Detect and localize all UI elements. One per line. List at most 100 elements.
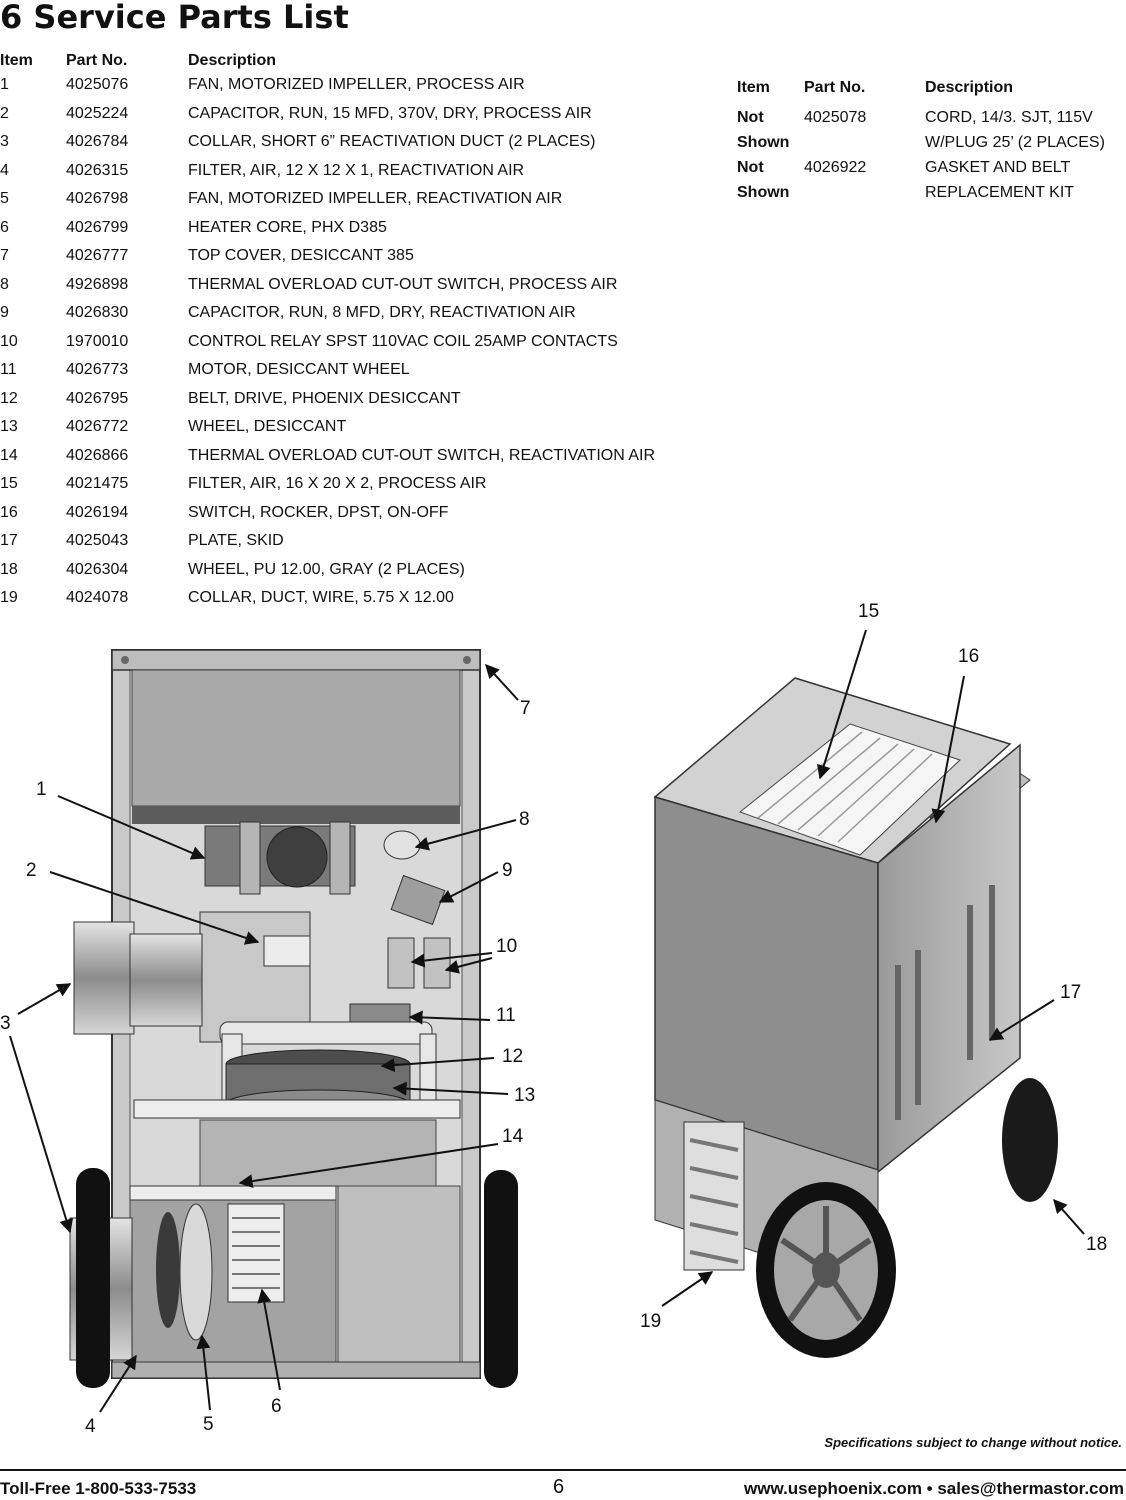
item-cell: 1 <box>0 76 9 93</box>
unit-front-cutaway <box>69 649 518 1388</box>
part-no-cell: 4026866 <box>66 446 129 464</box>
part-no-cell: 4026922 <box>804 159 867 176</box>
item-cell: 19 <box>0 589 18 606</box>
unit-rear-perspective <box>653 677 1058 1358</box>
footer-contact: www.usephoenix.com • sales@thermastor.co… <box>744 1479 1124 1498</box>
column-header-part-no: Part No. <box>804 79 866 96</box>
item-cell: 11 <box>0 361 17 378</box>
callout-8: 8 <box>519 809 530 830</box>
page-number: 6 <box>553 1476 565 1498</box>
item-line: Shown <box>737 184 790 201</box>
description-cell: WHEEL, PU 12.00, GRAY (2 PLACES) <box>188 560 465 578</box>
callout-9: 9 <box>502 860 513 881</box>
part-no-cell: 4026798 <box>66 190 129 207</box>
item-cell: 18 <box>0 560 18 578</box>
part-no-cell: 4026777 <box>66 247 129 264</box>
column-header-description: Description <box>925 79 1014 96</box>
column-header-part-no: Part No. <box>66 52 128 69</box>
item-cell: 10 <box>0 332 18 350</box>
callout-13: 13 <box>514 1085 535 1106</box>
description-cell: THERMAL OVERLOAD CUT-OUT SWITCH, PROCESS… <box>188 275 618 293</box>
description-cell: FAN, MOTORIZED IMPELLER, REACTIVATION AI… <box>188 190 563 207</box>
part-no-cell: 4026772 <box>66 418 129 435</box>
item-cell: 16 <box>0 503 18 521</box>
item-cell: 2 <box>0 104 9 122</box>
part-no-cell: 4025078 <box>804 109 867 126</box>
callout-19: 19 <box>640 1311 661 1332</box>
table-row: 16 4026194 SWITCH, ROCKER, DPST, ON-OFF <box>0 504 655 533</box>
item-cell: 7 <box>0 247 9 264</box>
part-no-cell: 4021475 <box>66 475 129 492</box>
part-no-cell: 4025076 <box>66 76 129 93</box>
description-cell: CAPACITOR, RUN, 15 MFD, 370V, DRY, PROCE… <box>188 104 592 122</box>
item-cell: 14 <box>0 446 18 464</box>
description-line: GASKET AND BELT <box>925 159 1071 176</box>
part-no-cell: 4024078 <box>66 589 129 606</box>
item-cell: 4 <box>0 161 9 179</box>
page-title: 6 Service Parts List <box>0 0 349 36</box>
description-cell: SWITCH, ROCKER, DPST, ON-OFF <box>188 503 449 521</box>
callout-1: 1 <box>36 779 47 800</box>
table-row: 13 4026772 WHEEL, DESICCANT <box>0 418 655 447</box>
item-cell: 13 <box>0 418 18 435</box>
item-line: Shown <box>737 134 790 151</box>
part-no-cell: 4026194 <box>66 503 129 521</box>
item-line: Not <box>737 109 764 126</box>
item-cell: 6 <box>0 218 9 236</box>
callout-14: 14 <box>502 1126 524 1147</box>
table-row: 9 4026830 CAPACITOR, RUN, 8 MFD, DRY, REAC… <box>0 304 655 333</box>
column-header-item: Item <box>737 79 770 96</box>
callout-11: 11 <box>496 1005 516 1026</box>
callout-3: 3 <box>0 1013 11 1034</box>
callout-6: 6 <box>271 1396 282 1417</box>
callout-17: 17 <box>1060 982 1081 1003</box>
column-header-item: Item <box>0 52 33 69</box>
callout-7: 7 <box>520 698 531 719</box>
column-header-description: Description <box>188 52 277 69</box>
item-line: Not <box>737 159 764 176</box>
callout-18: 18 <box>1086 1234 1107 1255</box>
description-line: W/PLUG 25’ (2 PLACES) <box>925 134 1105 151</box>
callout-4: 4 <box>85 1416 96 1435</box>
item-cell: 9 <box>0 304 9 321</box>
item-cell: 3 <box>0 133 9 150</box>
leader-lines <box>9 629 1085 1413</box>
item-cell: 8 <box>0 275 9 293</box>
description-cell: BELT, DRIVE, PHOENIX DESICCANT <box>188 389 461 407</box>
part-no-cell: 4926898 <box>66 275 129 293</box>
description-cell: CAPACITOR, RUN, 8 MFD, DRY, REACTIVATION… <box>188 304 576 321</box>
description-cell: WHEEL, DESICCANT <box>188 418 347 435</box>
item-cell: 17 <box>0 532 18 549</box>
description-cell: FILTER, AIR, 16 X 20 X 2, PROCESS AIR <box>188 475 487 492</box>
table-header-row: Item Part No. Description <box>737 79 1105 105</box>
callout-16: 16 <box>958 646 979 667</box>
exploded-parts-diagram: 1 2 3 4 5 6 7 8 9 10 11 12 13 14 15 16 1… <box>0 601 1107 1435</box>
table-header-row: Item Part No. Description <box>0 52 655 76</box>
description-cell: FILTER, AIR, 12 X 12 X 1, REACTIVATION A… <box>188 161 525 179</box>
callout-12: 12 <box>502 1046 523 1067</box>
part-no-cell: 4026830 <box>66 304 129 321</box>
description-cell: MOTOR, DESICCANT WHEEL <box>188 361 410 378</box>
table-row: 8 4926898 THERMAL OVERLOAD CUT-OUT SWITCH,… <box>0 276 655 305</box>
part-no-cell: 4025043 <box>66 532 129 549</box>
part-no-cell: 4026795 <box>66 389 129 407</box>
